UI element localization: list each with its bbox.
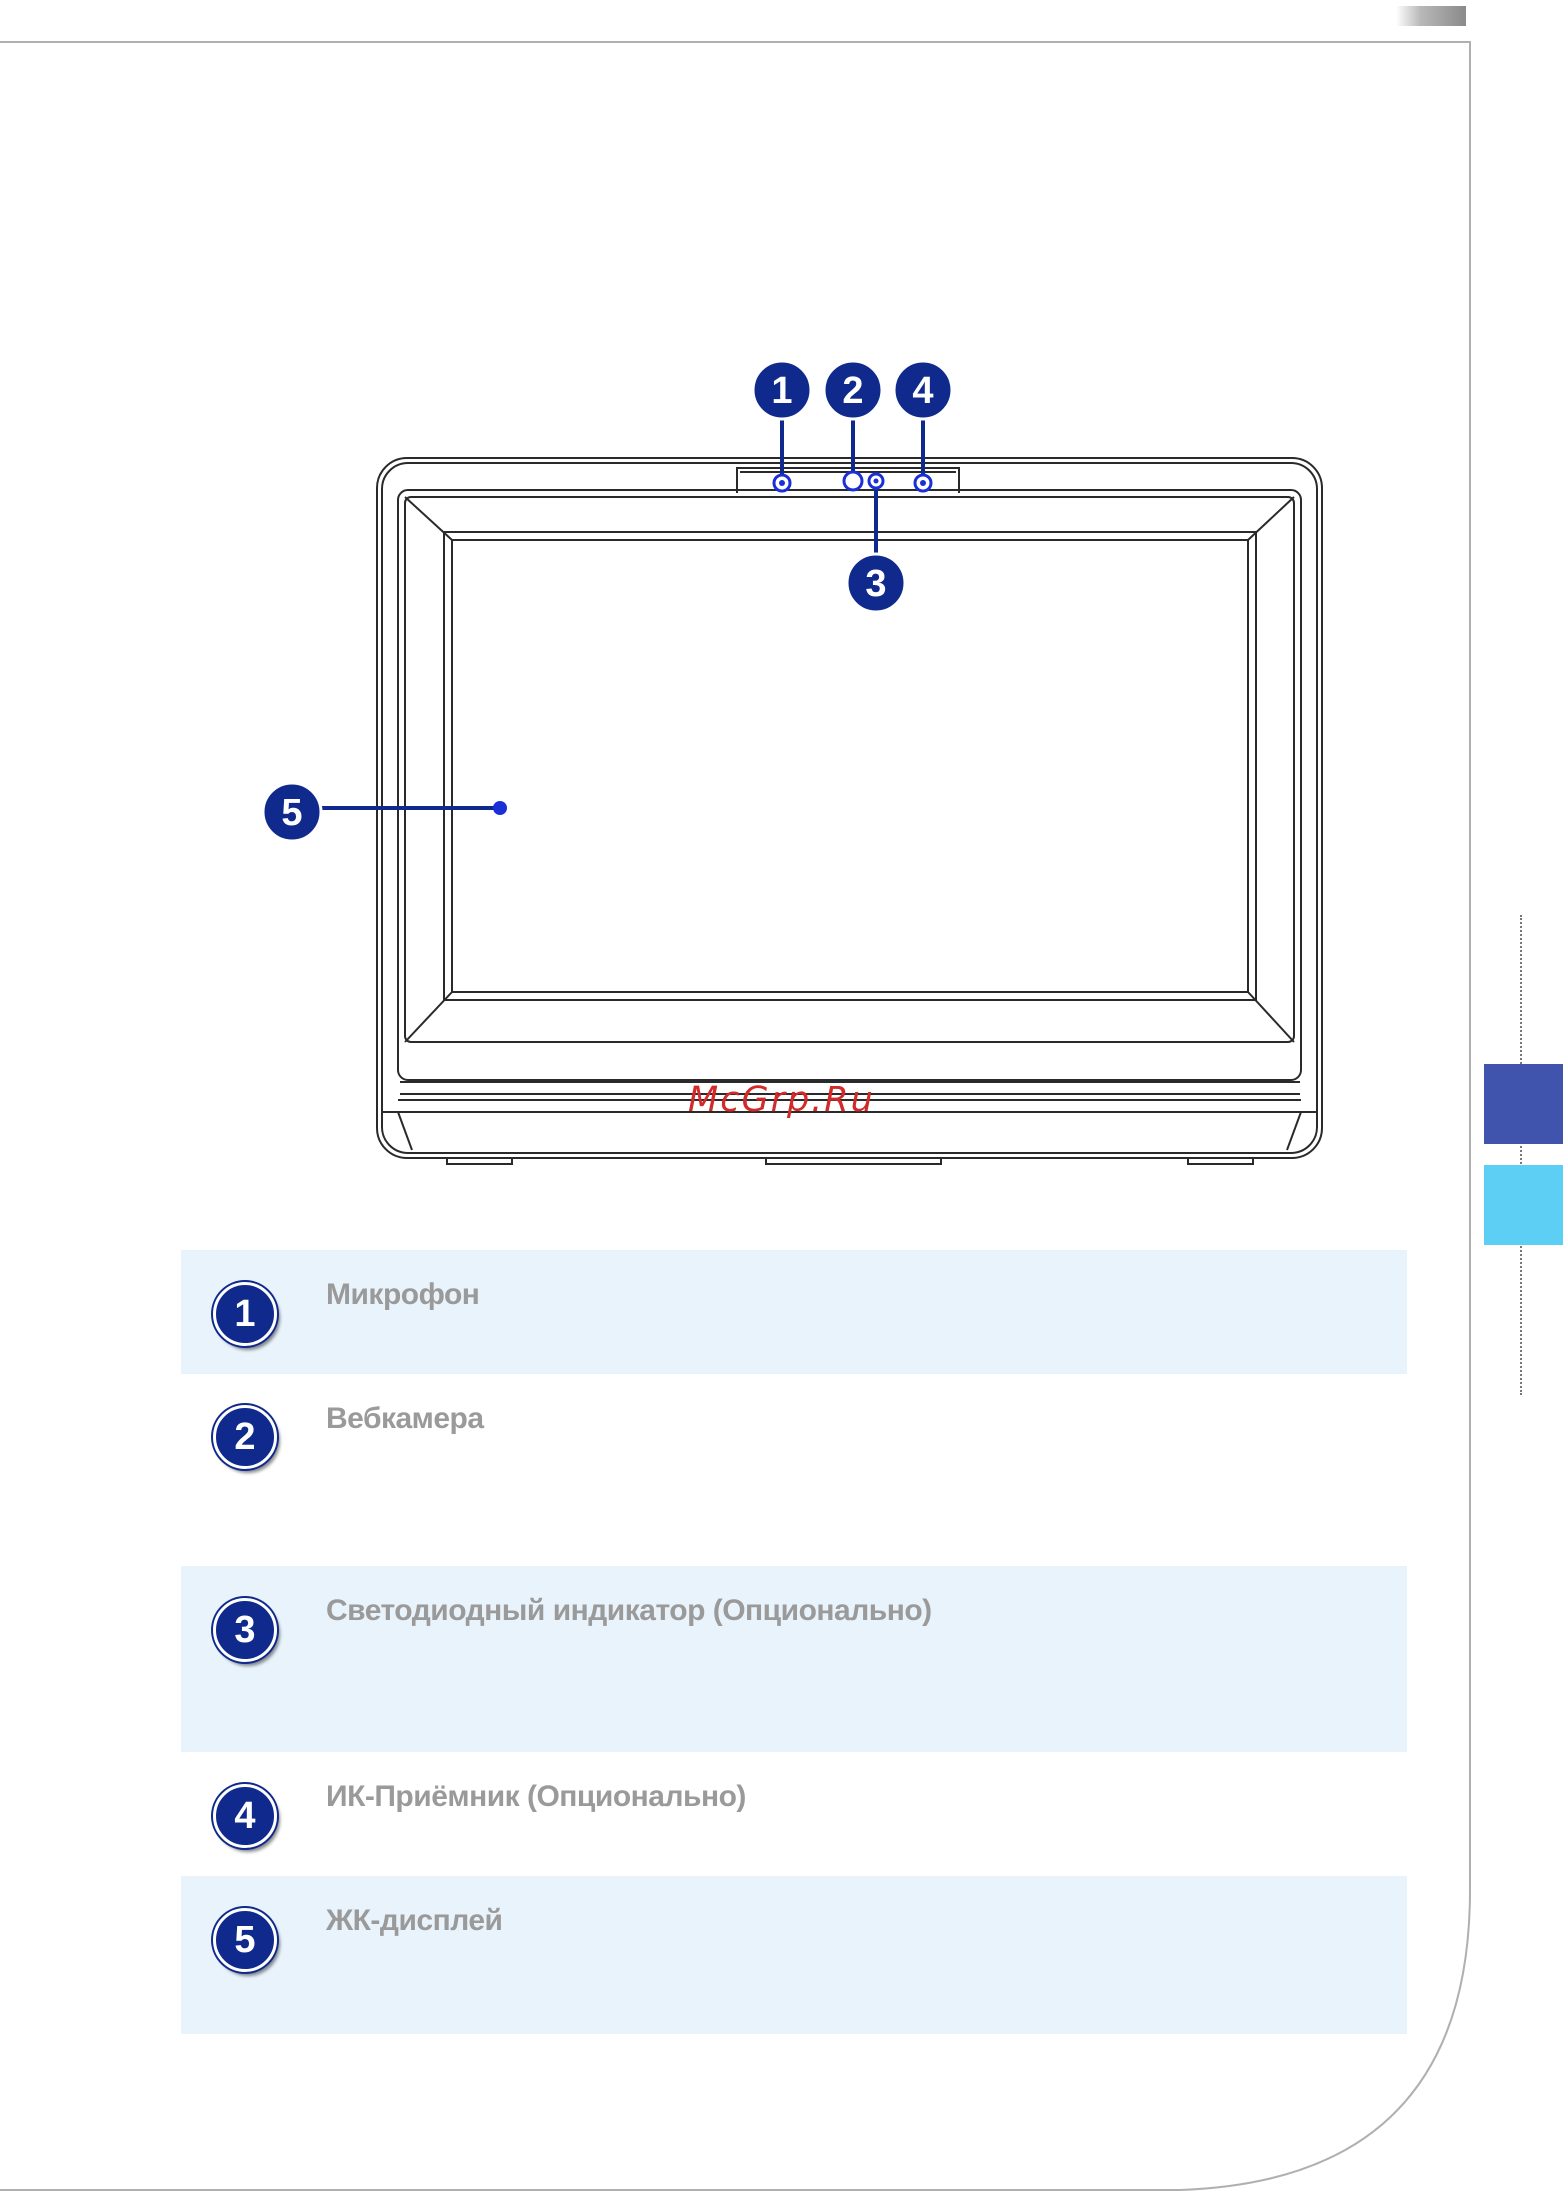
callout-3-label: 3 (865, 563, 886, 605)
legend-row-3: 3 Светодиодный индикатор (Опционально) (181, 1566, 1407, 1752)
legend-badge-2: 2 (213, 1405, 277, 1469)
legend-label-ir-receiver: ИК-Приёмник (Опционально) (326, 1780, 746, 1814)
legend-row-2: 2 Вебкамера (181, 1374, 1407, 1566)
device-front-diagram: 1 2 4 3 5 (0, 0, 1565, 1240)
watermark-text: McGrp.Ru (688, 1080, 875, 1120)
callout-5: 5 (263, 783, 321, 841)
callout-5-label: 5 (281, 792, 302, 834)
legend-row-4: 4 ИК-Приёмник (Опционально) (181, 1752, 1407, 1876)
legend-badge-1: 1 (213, 1282, 277, 1346)
legend-label-microphone: Микрофон (326, 1278, 479, 1312)
callout-1-label: 1 (771, 370, 792, 412)
legend-label-lcd: ЖК-дисплей (326, 1904, 503, 1938)
callout-2-label: 2 (842, 370, 863, 412)
legend-table: 1 Микрофон 2 Вебкамера 3 Светодиодный ин… (181, 1250, 1407, 2034)
legend-badge-3: 3 (213, 1598, 277, 1662)
lcd-marker (493, 801, 507, 815)
callout-1: 1 (753, 361, 811, 419)
legend-badge-4: 4 (213, 1784, 277, 1848)
callout-4: 4 (894, 361, 952, 419)
legend-badge-5: 5 (213, 1908, 277, 1972)
legend-row-1: 1 Микрофон (181, 1250, 1407, 1374)
callout-4-label: 4 (912, 370, 933, 412)
callout-2: 2 (824, 361, 882, 419)
legend-row-5: 5 ЖК-дисплей (181, 1876, 1407, 2034)
legend-label-led: Светодиодный индикатор (Опционально) (326, 1594, 932, 1628)
callout-3: 3 (847, 554, 905, 612)
webcam-marker (844, 472, 862, 490)
legend-label-webcam: Вебкамера (326, 1402, 484, 1436)
